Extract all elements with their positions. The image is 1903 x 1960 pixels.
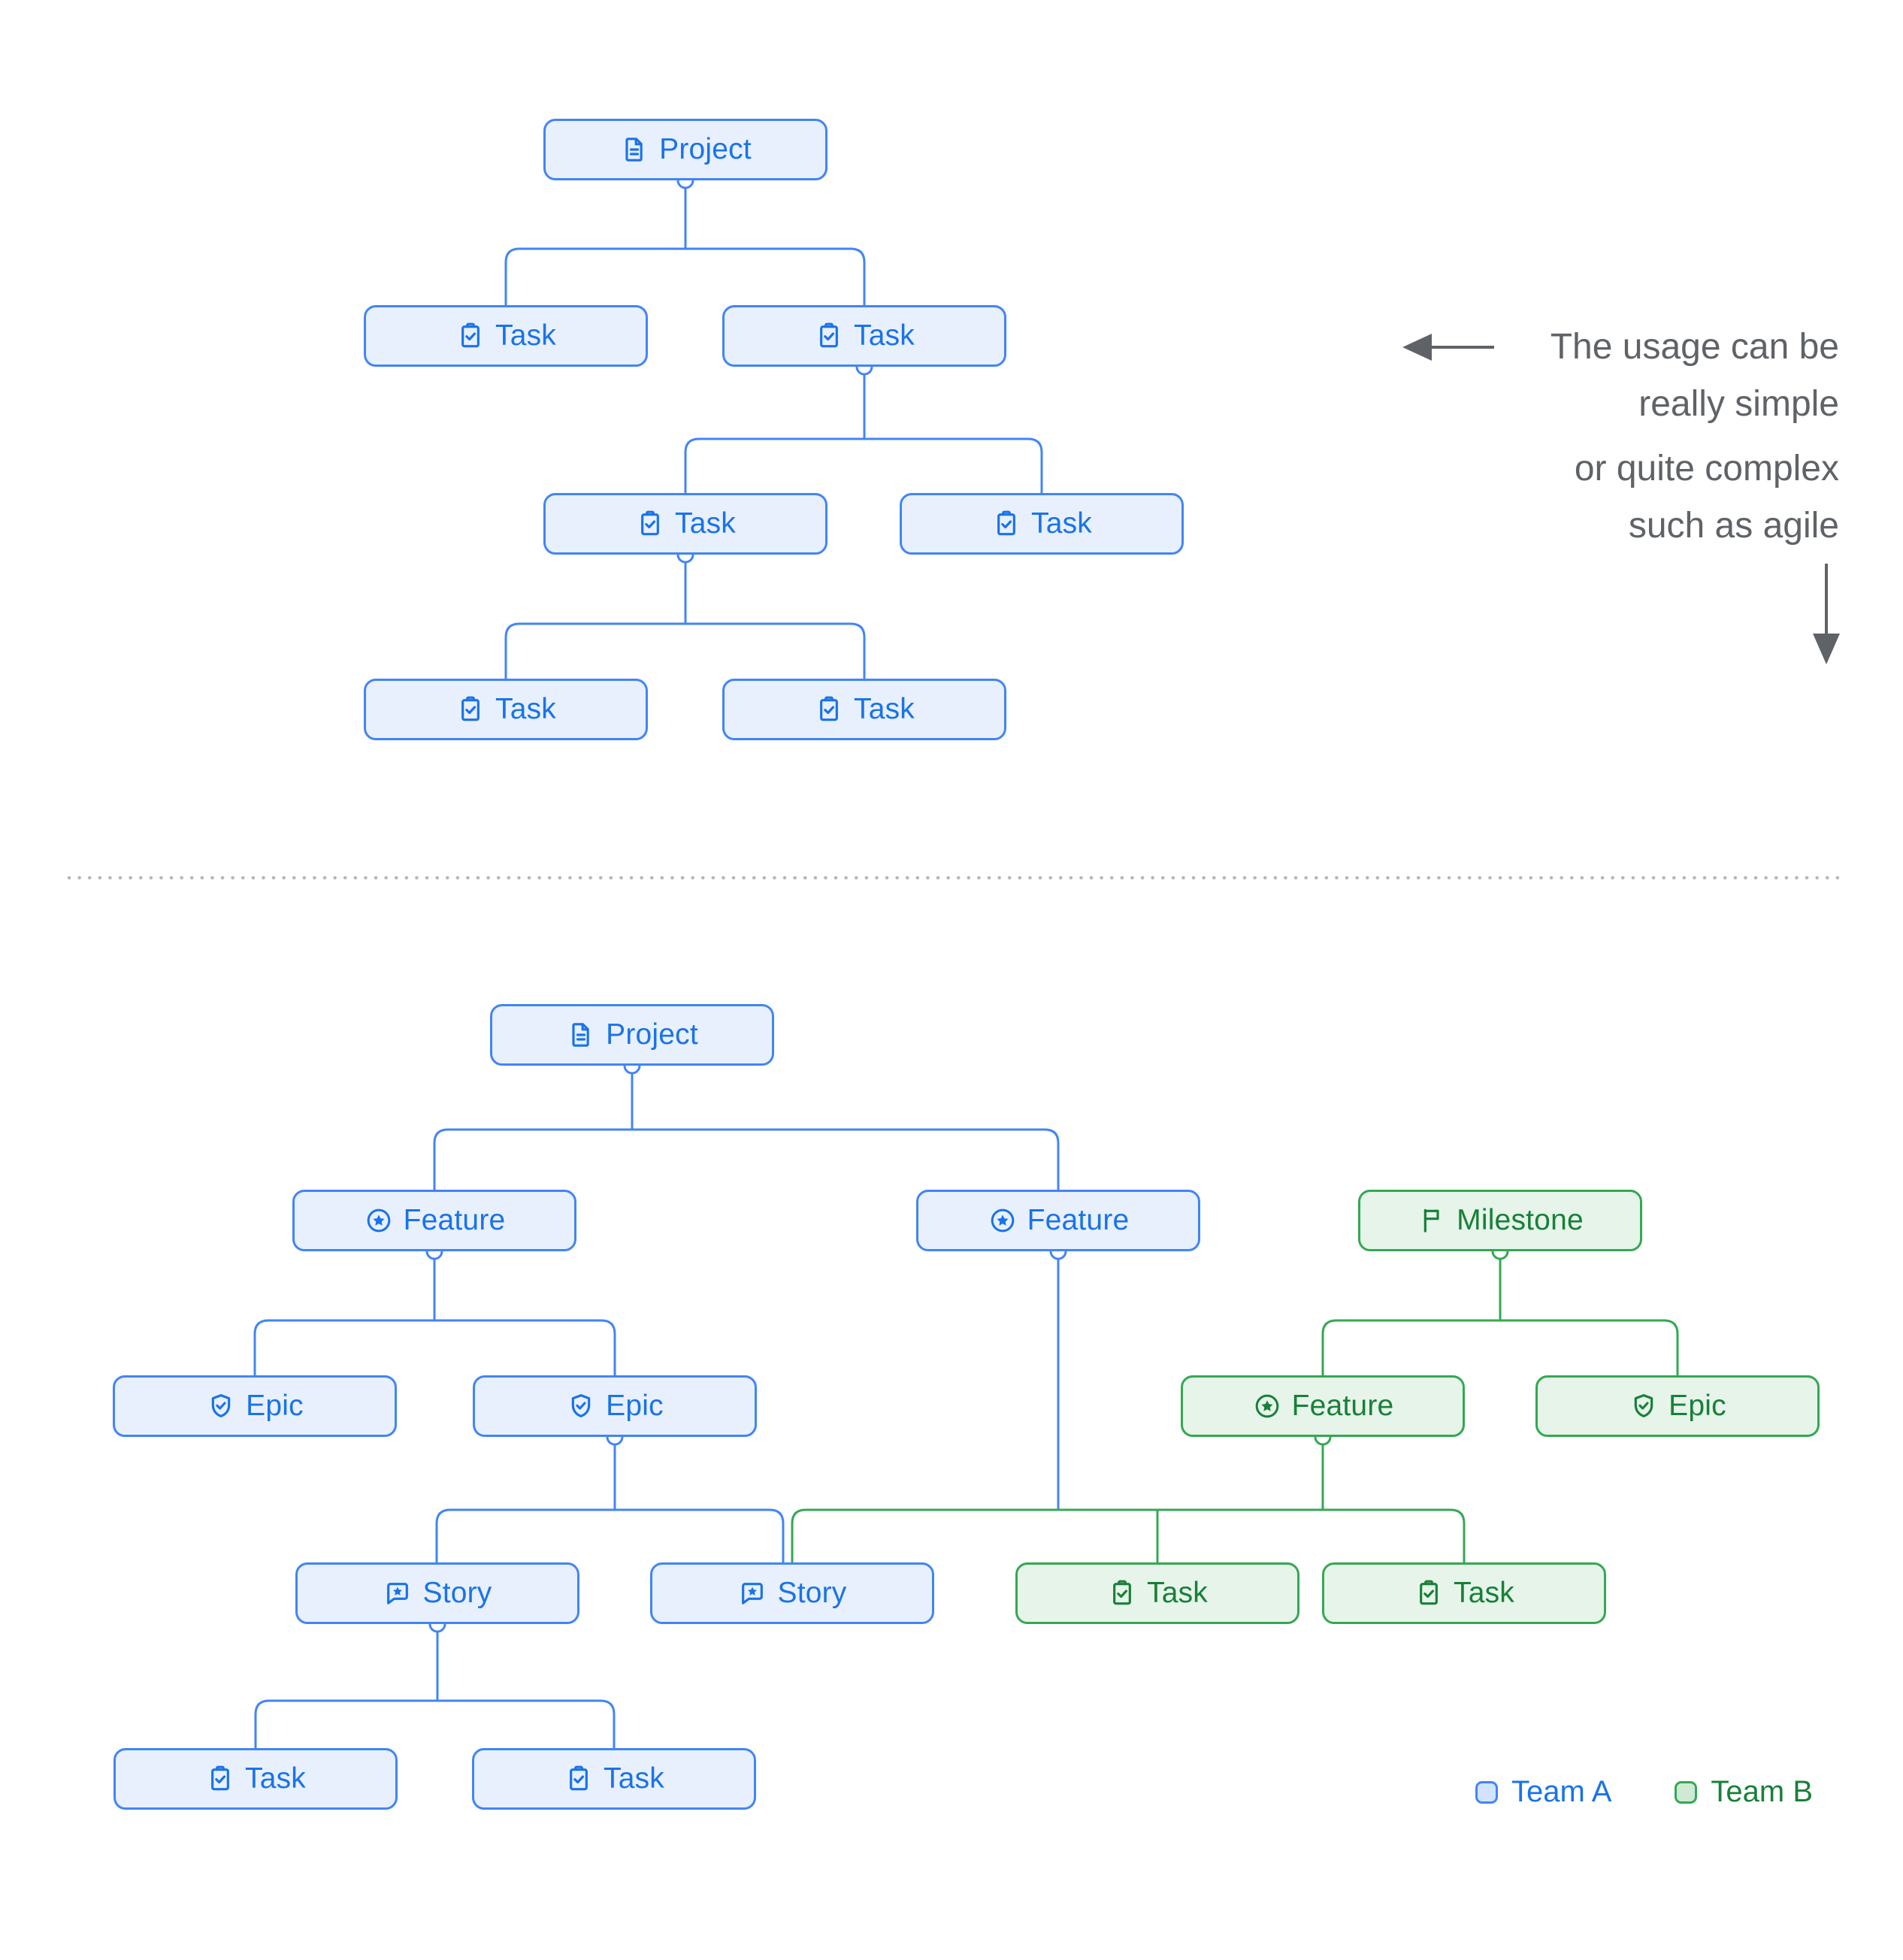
team-a-swatch (1475, 1780, 1498, 1804)
annotation-line: really simple (1638, 384, 1839, 424)
node-task: Task (722, 305, 1006, 367)
annotation-line: such as agile (1628, 506, 1839, 546)
node-epic: Epic (1535, 1375, 1820, 1437)
comment-star-icon (742, 1583, 764, 1605)
node-label: Task (854, 693, 915, 725)
clipboard-check-icon (997, 510, 1015, 536)
legend-team-b: Team B (1675, 1775, 1813, 1809)
node-feature: Feature (292, 1190, 576, 1251)
shield-check-icon (211, 1394, 231, 1417)
comment-star-icon (387, 1583, 409, 1605)
team-a-connectors (253, 180, 1060, 1748)
node-label: Project (606, 1018, 698, 1051)
annotation-line: or quite complex (1574, 449, 1839, 488)
node-task: Task (1015, 1562, 1299, 1624)
clipboard-check-icon (570, 1765, 588, 1791)
team-b-connectors (791, 1251, 1679, 1562)
node-label: Epic (606, 1390, 664, 1422)
node-task: Task (113, 1748, 398, 1810)
node-project: Project (490, 1004, 774, 1066)
left-arrow-icon (1402, 334, 1494, 361)
node-task: Task (900, 493, 1184, 555)
node-task: Task (543, 493, 827, 555)
star-circle-icon (1255, 1394, 1278, 1418)
node-label: Task (675, 507, 736, 540)
node-label: Task (1454, 1577, 1514, 1609)
node-milestone: Milestone (1358, 1190, 1642, 1251)
star-circle-icon (367, 1208, 390, 1233)
shield-check-icon (1634, 1394, 1653, 1417)
annotation-line: The usage can be (1550, 327, 1839, 367)
node-label: Project (659, 133, 752, 165)
node-project: Project (543, 119, 827, 180)
team-b-swatch (1675, 1780, 1698, 1804)
node-story: Story (295, 1562, 579, 1624)
clipboard-check-icon (461, 322, 480, 348)
node-story: Story (650, 1562, 934, 1624)
node-label: Milestone (1457, 1204, 1584, 1236)
node-label: Story (777, 1577, 847, 1609)
node-label: Task (495, 319, 556, 352)
clipboard-check-icon (461, 696, 480, 721)
node-label: Task (245, 1762, 306, 1795)
clipboard-check-icon (820, 322, 838, 348)
node-task: Task (1322, 1562, 1606, 1624)
node-task: Task (472, 1748, 756, 1810)
node-task: Task (364, 305, 648, 367)
node-label: Task (604, 1762, 664, 1795)
node-label: Epic (1669, 1390, 1726, 1422)
star-circle-icon (991, 1208, 1014, 1233)
down-arrow-icon (1813, 564, 1840, 664)
node-feature: Feature (1181, 1375, 1465, 1437)
clipboard-check-icon (641, 510, 659, 536)
legend-label: Team A (1511, 1775, 1612, 1808)
node-label: Feature (403, 1204, 506, 1236)
node-feature: Feature (916, 1190, 1200, 1251)
node-task: Task (364, 679, 648, 740)
node-label: Story (422, 1577, 492, 1609)
node-label: Task (495, 693, 556, 725)
node-task: Task (722, 679, 1006, 740)
flag-icon (1423, 1208, 1439, 1233)
legend: Team A Team B (1475, 1775, 1813, 1809)
node-epic: Epic (113, 1375, 397, 1437)
node-label: Task (1147, 1577, 1208, 1609)
clipboard-check-icon (1420, 1580, 1438, 1605)
clipboard-check-icon (820, 696, 838, 721)
clipboard-check-icon (211, 1765, 229, 1791)
node-label: Feature (1291, 1390, 1394, 1422)
shield-check-icon (571, 1394, 591, 1417)
legend-team-a: Team A (1475, 1775, 1611, 1809)
legend-label: Team B (1711, 1775, 1814, 1808)
annotation-text: The usage can be really simple or quite … (1551, 319, 1839, 555)
node-label: Feature (1027, 1204, 1130, 1236)
node-label: Task (1031, 507, 1092, 540)
node-epic: Epic (473, 1375, 757, 1437)
document-icon (625, 138, 643, 162)
node-label: Epic (246, 1390, 304, 1422)
document-icon (572, 1023, 589, 1047)
clipboard-check-icon (1113, 1580, 1131, 1605)
node-label: Task (854, 319, 915, 352)
